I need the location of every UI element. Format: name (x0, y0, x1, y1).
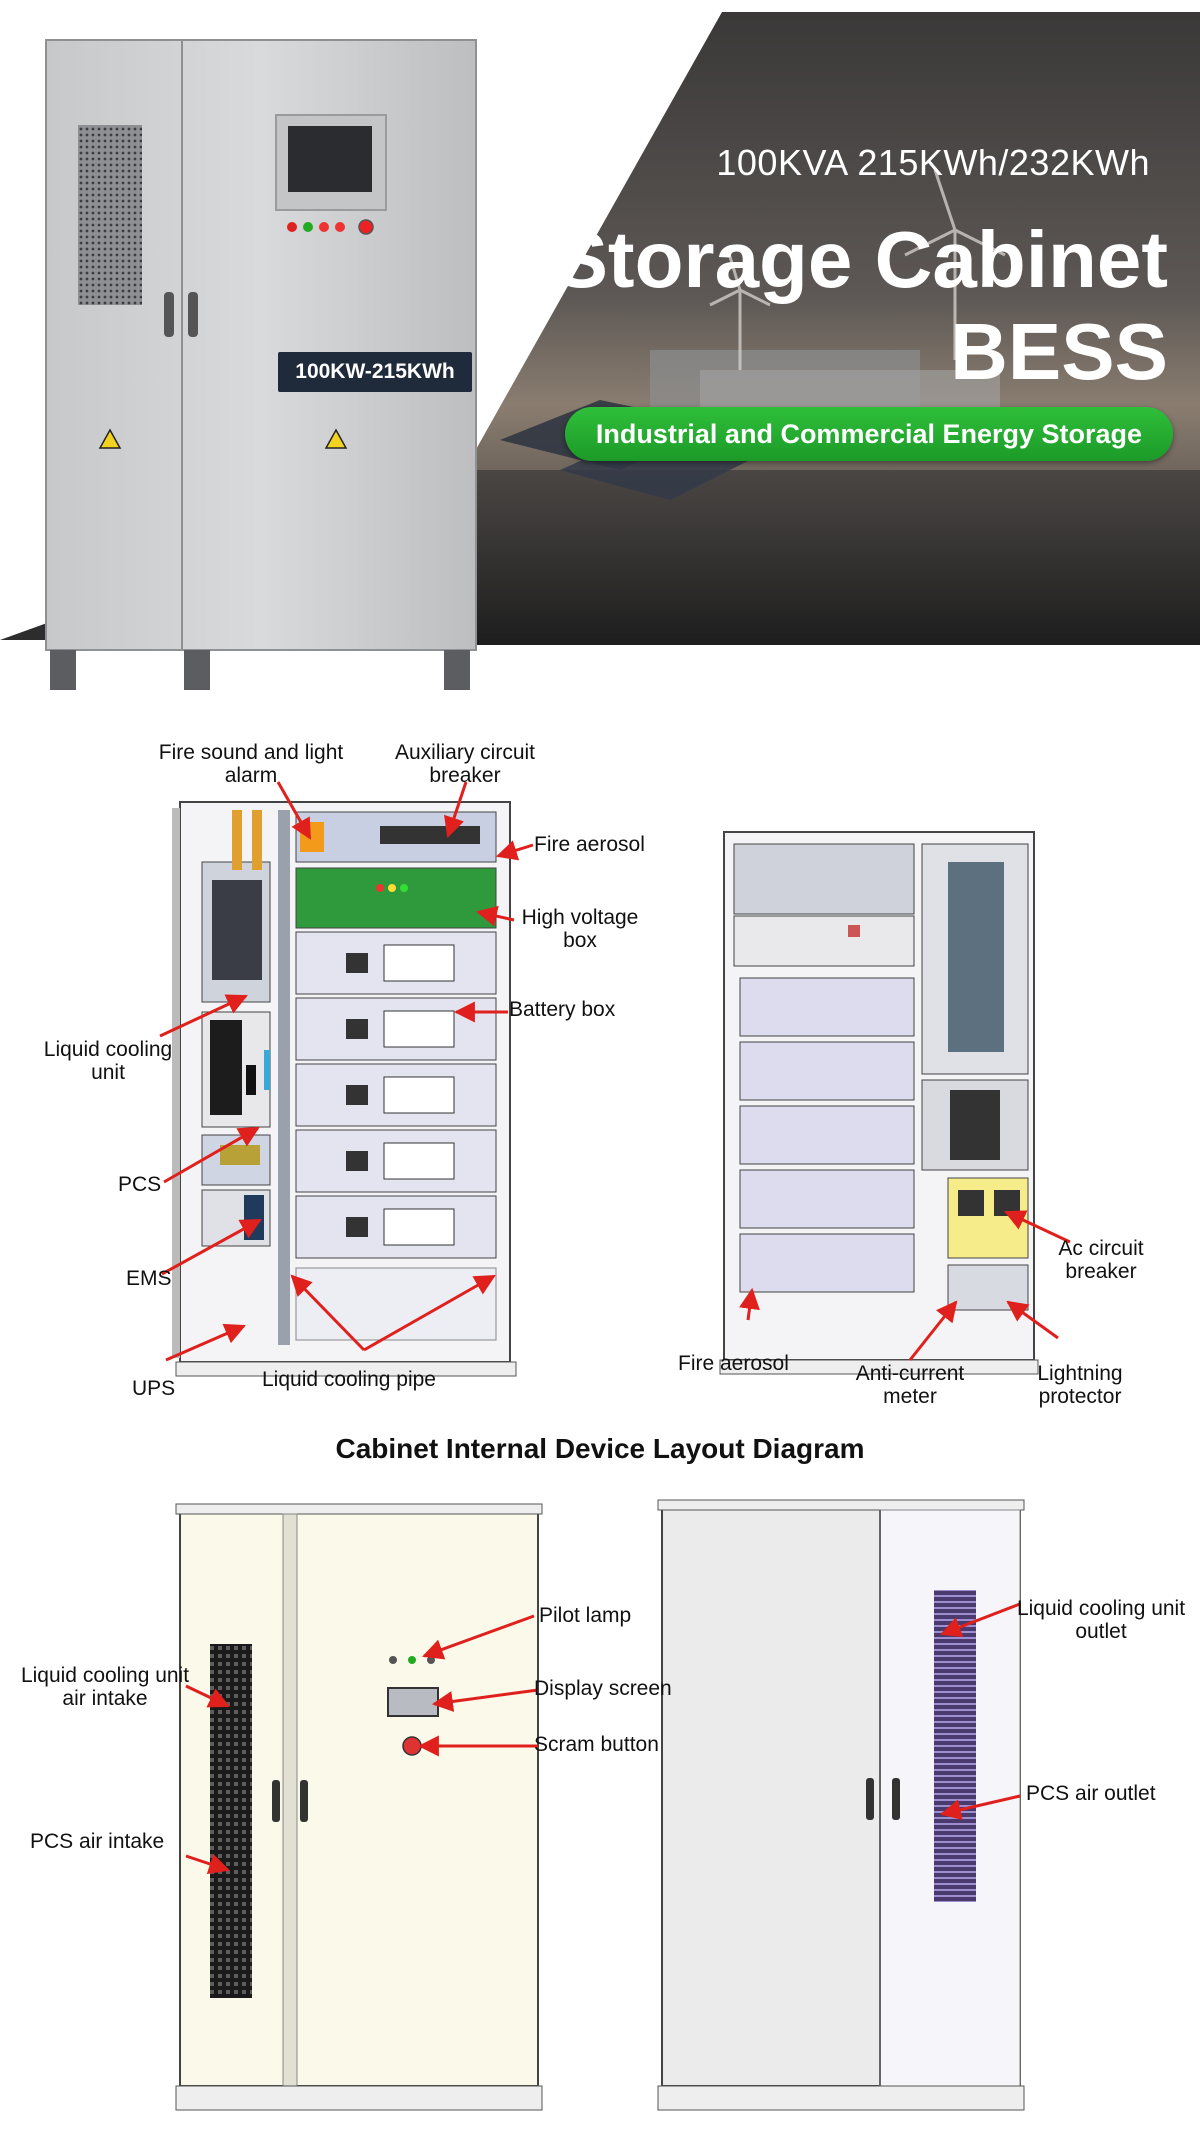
arrow-ac-breaker (1004, 1210, 1071, 1244)
hero-pill-badge: Industrial and Commercial Energy Storage (565, 407, 1173, 461)
front-cabinet-drawing (175, 1503, 543, 2111)
external-view-diagram (175, 1499, 1025, 2111)
label-aux-breaker: Auxiliary circuit breaker (394, 741, 536, 787)
label-liquid-cooling-unit: Liquid cooling unit (43, 1038, 173, 1084)
label-lightning-protector: Lightning protector (1037, 1362, 1123, 1408)
arrow-pcs-air-outlet (939, 1794, 1021, 1820)
arrow-anti-current-meter (908, 1300, 958, 1361)
label-ac-breaker: Ac circuit breaker (1058, 1237, 1144, 1283)
arrow-lc-outlet (940, 1602, 1021, 1638)
internal-diagram-title: Cabinet Internal Device Layout Diagram (335, 1433, 865, 1464)
external-callout-arrows (185, 1602, 1021, 1874)
label-fire-aerosol-bottom: Fire aerosol (678, 1352, 789, 1375)
arrow-pcs-air-intake (185, 1854, 230, 1874)
label-display-screen: Display screen (534, 1677, 672, 1700)
label-lc-outlet: Liquid cooling unit outlet (1016, 1597, 1186, 1643)
arrow-liquid-cooling-unit (159, 994, 248, 1038)
cabinet-label: 100KW-215KWh (278, 352, 472, 392)
right-cabinet-drawing (719, 831, 1039, 1375)
label-lc-air-intake: Liquid cooling unit air intake (20, 1664, 190, 1710)
label-ems: EMS (126, 1267, 172, 1290)
label-pcs-air-intake: PCS air intake (30, 1830, 165, 1853)
wind-turbine-icon (709, 169, 1006, 370)
arrow-ems (161, 1218, 262, 1276)
hero-background (0, 12, 1200, 690)
arrow-fire-aerosol-bottom (739, 1287, 760, 1321)
label-liquid-cooling-pipe: Liquid cooling pipe (262, 1368, 436, 1391)
arrow-cooling-pipe-2 (363, 1274, 496, 1352)
hero-title: Storage Cabinet (554, 215, 1168, 304)
arrow-ups (165, 1323, 246, 1362)
label-pcs-air-outlet: PCS air outlet (1026, 1782, 1156, 1805)
label-scram-button: Scram button (534, 1733, 659, 1756)
rear-cabinet-drawing (657, 1499, 1025, 2111)
label-hv-box: High voltage box (521, 906, 639, 952)
label-anti-current-meter: Anti-current meter (855, 1362, 965, 1408)
hero-subtitle: BESS (950, 307, 1168, 396)
callout-arrows (159, 781, 1071, 1362)
arrow-pilot-lamp (422, 1614, 535, 1660)
arrow-display-screen (431, 1688, 539, 1712)
internal-layout-diagram (159, 781, 1071, 1377)
arrow-pcs (163, 1126, 260, 1184)
arrow-cooling-pipe-1 (290, 1274, 366, 1352)
hero-spec: 100KVA 215KWh/232KWh (716, 142, 1150, 183)
arrow-fire-alarm (276, 781, 312, 840)
arrow-fire-aerosol-top (495, 840, 534, 861)
gravel-ground (470, 470, 1200, 645)
label-battery-box: Battery box (509, 998, 616, 1021)
arrow-lc-air-intake (185, 1684, 230, 1708)
arrow-lightning-protector (1006, 1300, 1059, 1340)
arrow-aux-breaker (444, 781, 468, 838)
arrow-hv-box (475, 905, 515, 927)
label-fire-aerosol-top: Fire aerosol (534, 833, 645, 856)
label-pilot-lamp: Pilot lamp (539, 1604, 632, 1627)
hero-banner: 100KW-215KWh 100KVA 215KWh/232KWh Storag… (0, 0, 1200, 690)
label-pcs: PCS (118, 1173, 162, 1196)
cabinet-photo (45, 39, 477, 690)
left-cabinet-drawing (172, 801, 517, 1377)
label-fire-alarm: Fire sound and light alarm (158, 741, 344, 787)
label-ups: UPS (132, 1377, 176, 1400)
